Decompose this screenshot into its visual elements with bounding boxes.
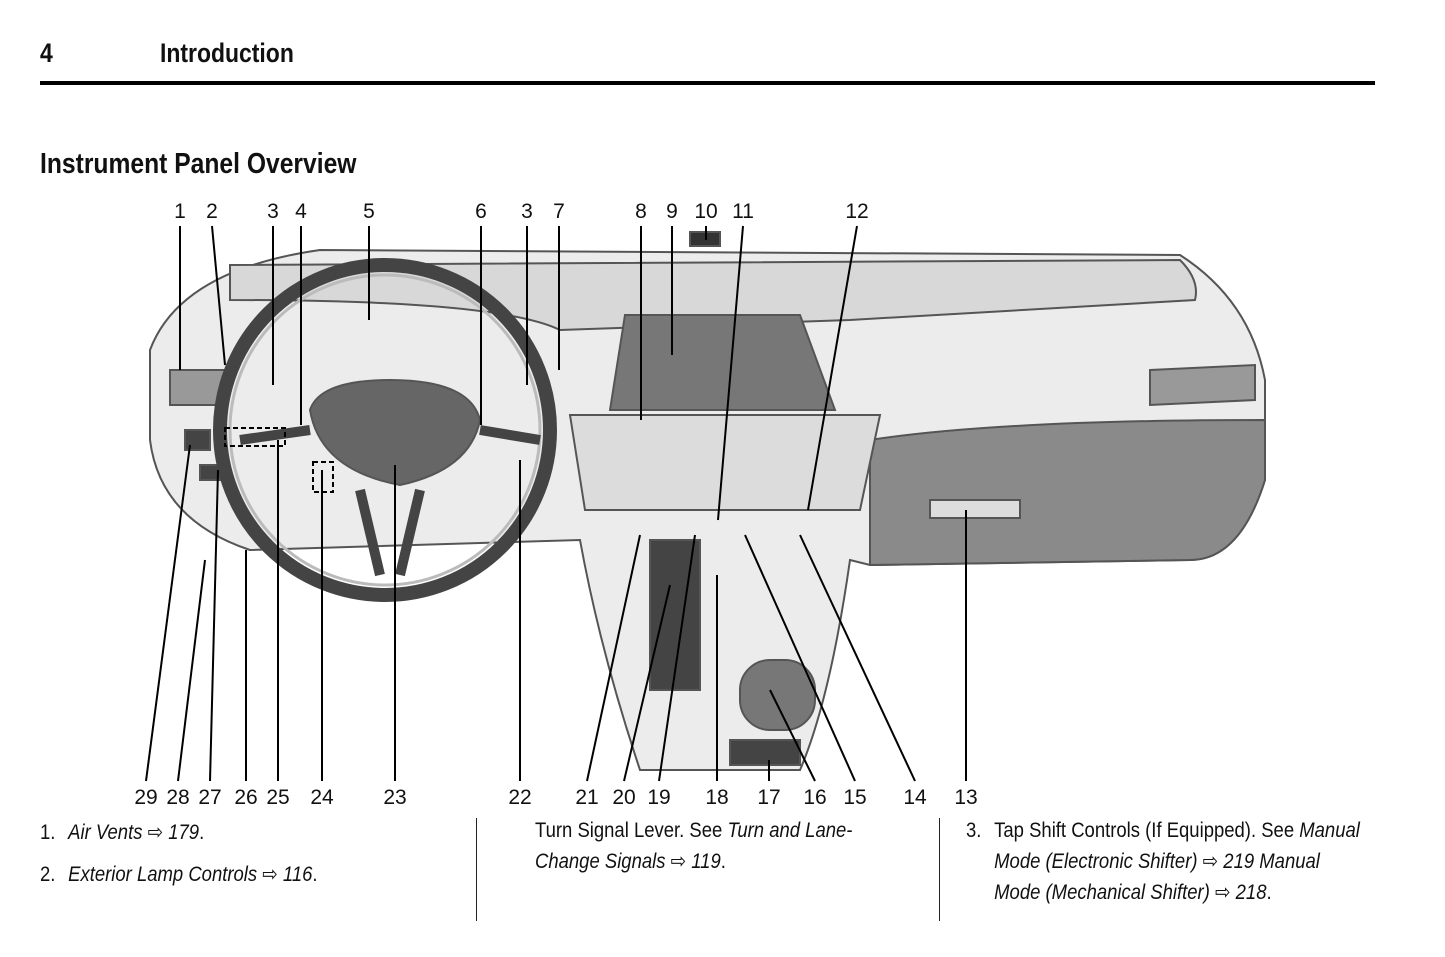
callout-line [807,225,858,511]
list-item: 2. Exterior Lamp Controls ⇨ 116. [40,859,318,890]
page-ref: 119 [691,850,721,873]
callout-number: 17 [757,786,780,809]
list-column-2: Turn Signal Lever. See Turn and Lane- Cha… [535,815,852,877]
callout-line [209,469,219,782]
dashboard-illustration [149,231,1266,771]
link-text: Mode (Mechanical Shifter) [994,881,1210,904]
callout-number: 10 [694,200,717,223]
callout-number: 29 [134,786,157,809]
item-text: Tap Shift Controls (If Equipped). See [994,819,1300,842]
link-text: Manual [1259,850,1320,873]
list-item: 3. Tap Shift Controls (If Equipped). See… [966,815,1360,908]
list-column-3: 3. Tap Shift Controls (If Equipped). See… [966,815,1360,908]
item-text: Turn Signal Lever. See [535,819,728,842]
list-item: 1. Air Vents ⇨ 179. [40,817,318,848]
link-text: Manual [1299,819,1360,842]
callout-number: 5 [363,200,375,223]
callout-number: 23 [383,786,406,809]
link-text: Mode (Electronic Shifter) [994,850,1198,873]
item-number: 1. [40,821,56,844]
callout-number: 28 [166,786,189,809]
punct: . [199,821,205,844]
item-number: 2. [40,863,56,886]
callout-number: 9 [666,200,678,223]
callout-line [717,225,744,521]
page-ref-arrow-icon: ⇨ [1214,881,1231,904]
page-ref-arrow-icon: ⇨ [147,821,164,844]
callout-number: 2 [206,200,218,223]
item-text: Air Vents [68,821,143,844]
callout-number: 12 [845,200,868,223]
page-ref: 179 [168,821,200,844]
page-ref-arrow-icon: ⇨ [262,863,278,886]
column-divider [476,818,477,921]
callout-line [623,584,671,782]
page-ref-arrow-icon: ⇨ [670,850,687,873]
callout-number: 13 [954,786,977,809]
column-divider [939,818,940,921]
callout-line [211,225,226,366]
callout-number: 1 [174,200,186,223]
link-text: Turn and Lane- [727,819,853,842]
callout-line [744,534,856,782]
callout-line [769,689,816,782]
punct: . [312,863,318,886]
callout-number: 4 [295,200,307,223]
callout-line [177,559,206,782]
chapter-title: Introduction [160,38,294,68]
callout-number: 27 [198,786,221,809]
callout-leader-lines [145,225,967,782]
list-item: Turn Signal Lever. See Turn and Lane- Cha… [535,815,852,877]
exterior-lamp-controls-link[interactable]: Exterior Lamp Controls ⇨ 116 [68,863,312,886]
page-ref-arrow-icon: ⇨ [1202,850,1219,873]
section-title: Instrument Panel Overview [40,148,357,180]
callout-number: 3 [521,200,533,223]
callout-number: 14 [903,786,927,809]
punct: . [720,850,726,873]
turn-signals-link[interactable]: Turn and Lane- Change Signals ⇨ 119 [535,819,852,873]
callout-line [586,534,641,782]
callout-number: 3 [267,200,279,223]
callout-number: 20 [612,786,635,809]
item-number: 3. [966,819,982,842]
link-text: Change Signals [535,850,666,873]
callout-number: 24 [310,786,334,809]
callout-number: 18 [705,786,728,809]
callout-number: 15 [843,786,866,809]
punct: . [1266,881,1272,904]
header-rule [40,81,1375,85]
callout-number: 16 [803,786,826,809]
page-ref: 219 [1223,850,1255,873]
callout-line [145,444,191,782]
callout-line [799,534,916,782]
item-text: Exterior Lamp Controls [68,863,258,886]
callout-number: 11 [732,200,754,223]
page-ref: 218 [1235,881,1267,904]
air-vents-link[interactable]: Air Vents ⇨ 179 [68,821,199,844]
callout-number: 8 [635,200,647,223]
list-column-1: 1. Air Vents ⇨ 179. 2. Exterior Lamp Con… [40,817,318,890]
callout-number: 22 [508,786,531,809]
callout-number: 25 [266,786,289,809]
callout-number: 6 [475,200,487,223]
callout-number: 19 [647,786,670,809]
callout-number: 21 [575,786,598,809]
callout-line [658,534,696,782]
page-number: 4 [40,38,53,68]
callout-number: 26 [234,786,257,809]
callout-number: 7 [553,200,565,223]
page-ref: 116 [282,863,313,886]
